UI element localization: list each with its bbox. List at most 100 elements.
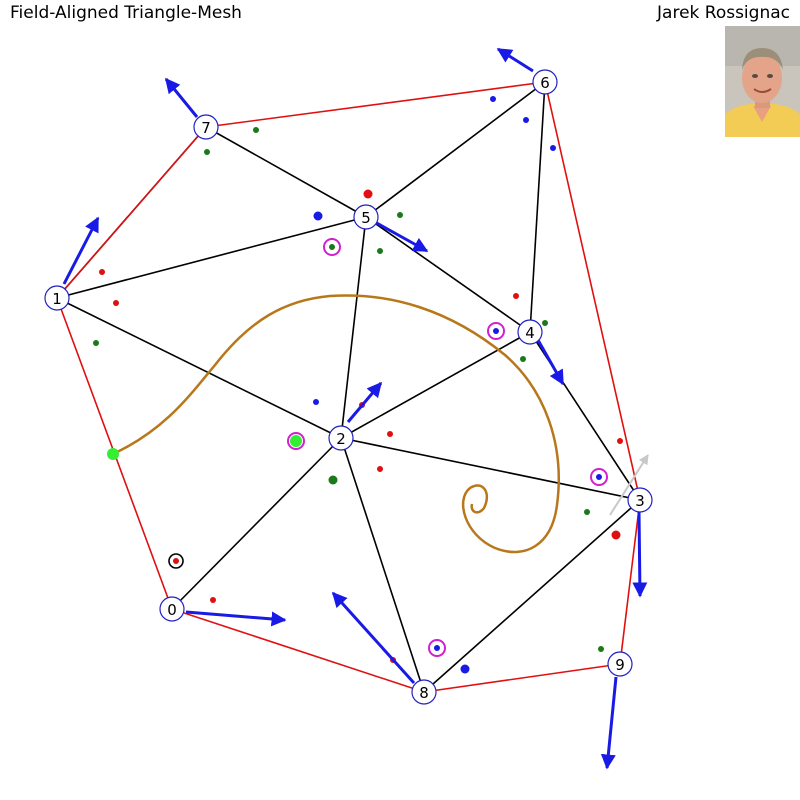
ring-marker-dot bbox=[290, 435, 302, 447]
ring-marker-dot bbox=[596, 474, 602, 480]
vertex-2[interactable]: 2 bbox=[328, 425, 354, 451]
vertex-label: 7 bbox=[201, 119, 211, 137]
sample-dot bbox=[542, 320, 548, 326]
mesh-edge bbox=[423, 499, 641, 693]
sample-dot bbox=[99, 269, 105, 275]
mesh-edge bbox=[56, 297, 342, 439]
vertex-label: 8 bbox=[419, 684, 429, 702]
vertex-8[interactable]: 8 bbox=[411, 679, 437, 705]
sample-dot bbox=[313, 211, 323, 221]
field-arrow bbox=[372, 219, 429, 253]
mesh-edge bbox=[340, 216, 367, 439]
ring-marker-dot bbox=[173, 558, 179, 564]
mesh-edge bbox=[340, 331, 531, 439]
field-arrow bbox=[600, 676, 618, 770]
vertex-circle bbox=[193, 114, 219, 140]
sample-dot bbox=[328, 475, 338, 485]
author-portrait bbox=[725, 26, 800, 137]
field-arrow bbox=[496, 47, 534, 73]
mesh-edge bbox=[365, 216, 531, 333]
vertex-3[interactable]: 3 bbox=[627, 487, 653, 513]
sample-dot bbox=[584, 509, 590, 515]
ghost-arrow bbox=[609, 454, 649, 516]
sample-dot bbox=[550, 145, 556, 151]
boundary-edge bbox=[205, 81, 546, 128]
vertex-1[interactable]: 1 bbox=[44, 285, 70, 311]
vertex-circle bbox=[411, 679, 437, 705]
field-arrow bbox=[331, 591, 416, 685]
author-name: Jarek Rossignac bbox=[657, 3, 790, 23]
mesh-edge bbox=[56, 216, 367, 299]
vertex-label: 3 bbox=[635, 492, 645, 510]
boundary-edge bbox=[544, 81, 641, 501]
mesh-edge bbox=[529, 81, 546, 333]
sample-dot bbox=[490, 96, 496, 102]
vertex-circle bbox=[517, 319, 543, 345]
sample-dot bbox=[523, 117, 529, 123]
sample-dot bbox=[377, 466, 383, 472]
page-title: Field-Aligned Triangle-Mesh bbox=[10, 3, 242, 23]
sample-dot bbox=[611, 530, 621, 540]
field-arrow bbox=[536, 339, 565, 386]
boundary-edge bbox=[171, 608, 425, 693]
field-arrows bbox=[62, 47, 649, 770]
ring-marker bbox=[590, 468, 608, 486]
mesh-edge bbox=[365, 81, 546, 218]
ring-marker bbox=[323, 238, 341, 256]
boundary-edge bbox=[619, 499, 641, 665]
sample-dot bbox=[598, 646, 604, 652]
mesh-edge bbox=[340, 437, 641, 501]
ring-marker bbox=[428, 639, 446, 657]
mesh-edges bbox=[56, 81, 641, 693]
vertex-circle bbox=[353, 204, 379, 230]
vertex-0[interactable]: 0 bbox=[159, 596, 185, 622]
vertex-4[interactable]: 4 bbox=[517, 319, 543, 345]
sample-dot bbox=[377, 248, 383, 254]
field-arrow bbox=[632, 511, 648, 598]
ring-marker-dot bbox=[329, 244, 335, 250]
mesh-edge bbox=[340, 437, 425, 693]
vertex-7[interactable]: 7 bbox=[193, 114, 219, 140]
sample-dot bbox=[397, 212, 403, 218]
spiral-curve bbox=[112, 294, 560, 554]
sample-dot bbox=[113, 300, 119, 306]
sample-dot bbox=[387, 431, 393, 437]
vertex-label: 9 bbox=[615, 656, 625, 674]
sample-dot bbox=[520, 356, 526, 362]
ring-marker-dot bbox=[493, 328, 499, 334]
vertex-label: 4 bbox=[525, 324, 535, 342]
sample-dot bbox=[513, 293, 519, 299]
ring-marker bbox=[287, 432, 305, 450]
mesh-edge bbox=[205, 126, 367, 218]
vertex-circle bbox=[44, 285, 70, 311]
boundary-edge bbox=[423, 663, 621, 693]
sample-dot bbox=[460, 664, 470, 674]
vertex-5[interactable]: 5 bbox=[353, 204, 379, 230]
mesh-vertices[interactable]: 0 1 2 3 4 5 6 7 8 9 bbox=[44, 69, 653, 705]
sample-dot bbox=[363, 189, 373, 199]
vertex-9[interactable]: 9 bbox=[607, 651, 633, 677]
vertex-label: 0 bbox=[167, 601, 177, 619]
sample-dot bbox=[253, 127, 259, 133]
field-arrow bbox=[346, 381, 383, 423]
sample-dot bbox=[204, 149, 210, 155]
field-arrow bbox=[185, 610, 287, 627]
sample-dot bbox=[617, 438, 623, 444]
ring-marker-dot bbox=[434, 645, 440, 651]
vertex-circle bbox=[532, 69, 558, 95]
ring-marker bbox=[168, 553, 184, 569]
field-arrow bbox=[62, 216, 100, 285]
curve-start-dot bbox=[107, 448, 119, 460]
vertex-circle bbox=[159, 596, 185, 622]
vertex-label: 1 bbox=[52, 290, 62, 308]
mesh-edge bbox=[171, 437, 342, 610]
ring-marker bbox=[487, 322, 505, 340]
vertex-circle bbox=[627, 487, 653, 513]
field-arrow bbox=[164, 77, 199, 118]
sample-dot bbox=[93, 340, 99, 346]
vertex-label: 6 bbox=[540, 74, 550, 92]
vertex-6[interactable]: 6 bbox=[532, 69, 558, 95]
field-curve bbox=[107, 294, 560, 554]
sample-dot bbox=[313, 399, 319, 405]
